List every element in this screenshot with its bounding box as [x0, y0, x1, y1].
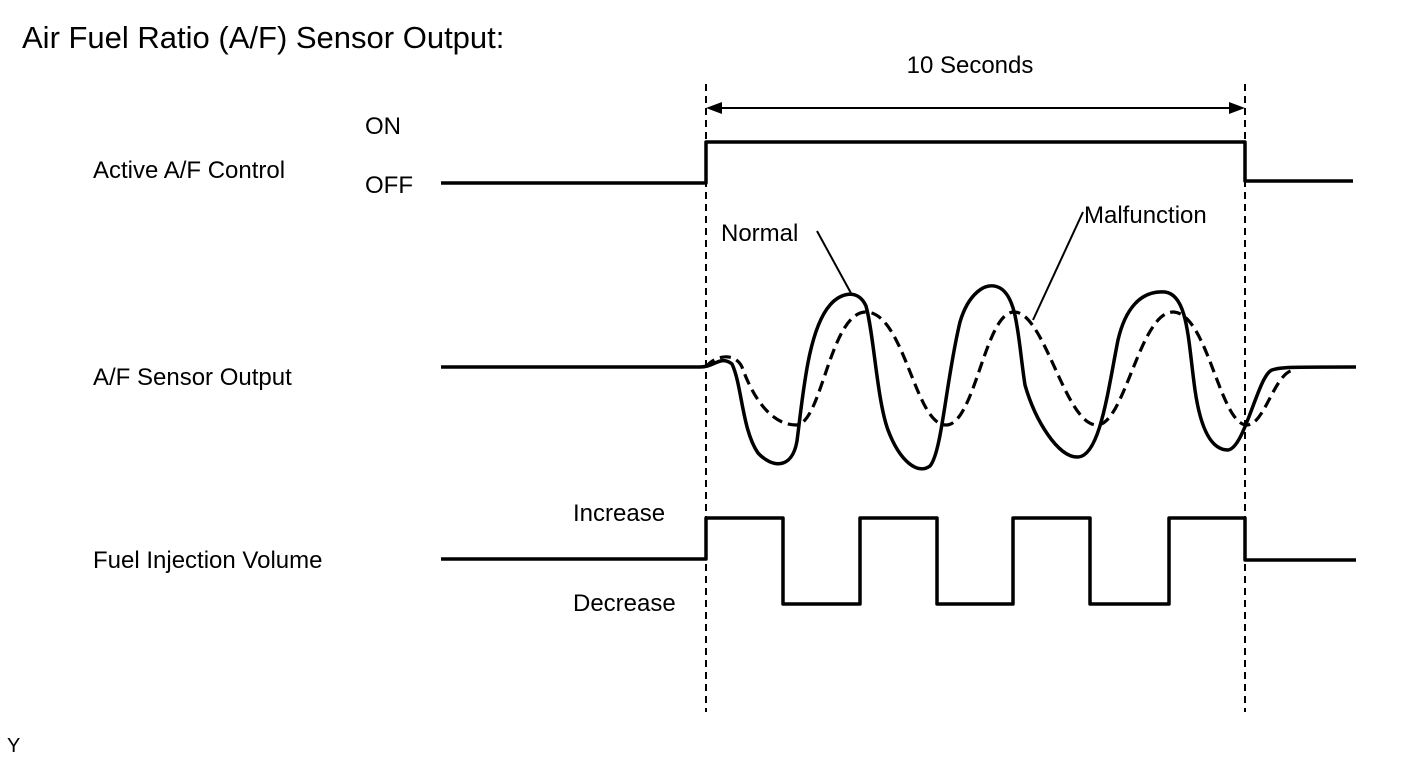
increase-label: Increase	[573, 500, 665, 527]
time-span-left-arrow	[706, 102, 722, 114]
normal-label: Normal	[721, 220, 798, 247]
decrease-label: Decrease	[573, 590, 676, 617]
fuel-injection-volume-label: Fuel Injection Volume	[93, 547, 322, 574]
corner-mark: Y	[7, 735, 20, 757]
active-control-trace	[441, 140, 1353, 185]
malfunction-sensor-trace	[704, 310, 1296, 427]
figure-title: Air Fuel Ratio (A/F) Sensor Output:	[22, 20, 504, 55]
fuel-injection-trace	[441, 516, 1356, 606]
normal-leader-line	[816, 230, 853, 296]
time-span-right-arrow	[1229, 102, 1245, 114]
malfunction-leader-line	[1032, 211, 1084, 321]
time-span-label: 10 Seconds	[907, 52, 1034, 79]
active-af-control-label: Active A/F Control	[93, 157, 285, 184]
off-label: OFF	[365, 172, 413, 199]
af-sensor-output-label: A/F Sensor Output	[93, 364, 292, 391]
on-label: ON	[365, 113, 401, 140]
malfunction-label: Malfunction	[1084, 202, 1207, 229]
normal-sensor-trace	[441, 284, 1357, 471]
